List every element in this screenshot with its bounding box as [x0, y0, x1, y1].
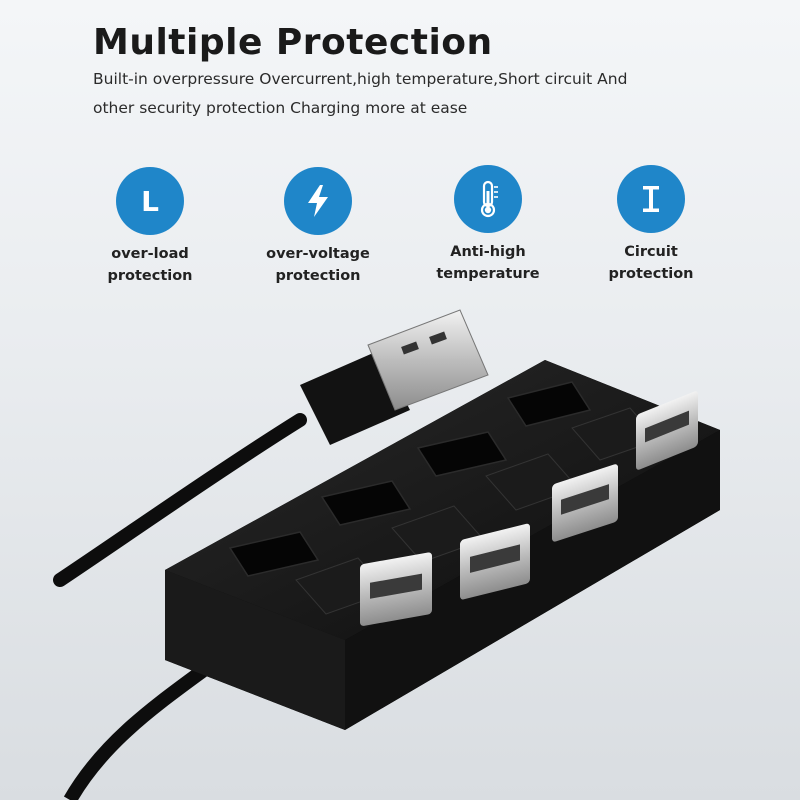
hub-switch-buttons — [228, 381, 592, 577]
usb-hub-body — [165, 360, 720, 730]
feature-overvoltage: over-voltage protection — [243, 167, 393, 287]
feature-circuit: Circuit protection — [576, 165, 726, 285]
usb-ports — [360, 391, 698, 626]
page-title: Multiple Protection — [93, 22, 493, 63]
usb-cable — [63, 644, 235, 800]
letter-i-icon — [617, 165, 685, 233]
lightning-bolt-icon — [284, 167, 352, 235]
feature-label: protection — [608, 266, 694, 282]
feature-label: protection — [107, 268, 193, 284]
thermometer-icon — [454, 165, 522, 233]
feature-label: protection — [275, 268, 361, 284]
feature-label: Circuit — [624, 244, 678, 260]
feature-label: over-voltage — [266, 246, 370, 262]
subtitle-line-1: Built-in overpressure Overcurrent,high t… — [93, 70, 628, 88]
usb-cable — [53, 413, 307, 587]
letter-l-icon: L — [116, 167, 184, 235]
usb-plug — [300, 309, 489, 445]
feature-anti-high-temp: Anti-high temperature — [413, 165, 563, 285]
feature-overload: L over-load protection — [75, 167, 225, 287]
feature-label: Anti-high — [450, 244, 526, 260]
subtitle-line-2: other security protection Charging more … — [93, 99, 468, 117]
feature-label: temperature — [436, 266, 540, 282]
hub-led-windows — [295, 407, 659, 615]
feature-label: over-load — [111, 246, 189, 262]
